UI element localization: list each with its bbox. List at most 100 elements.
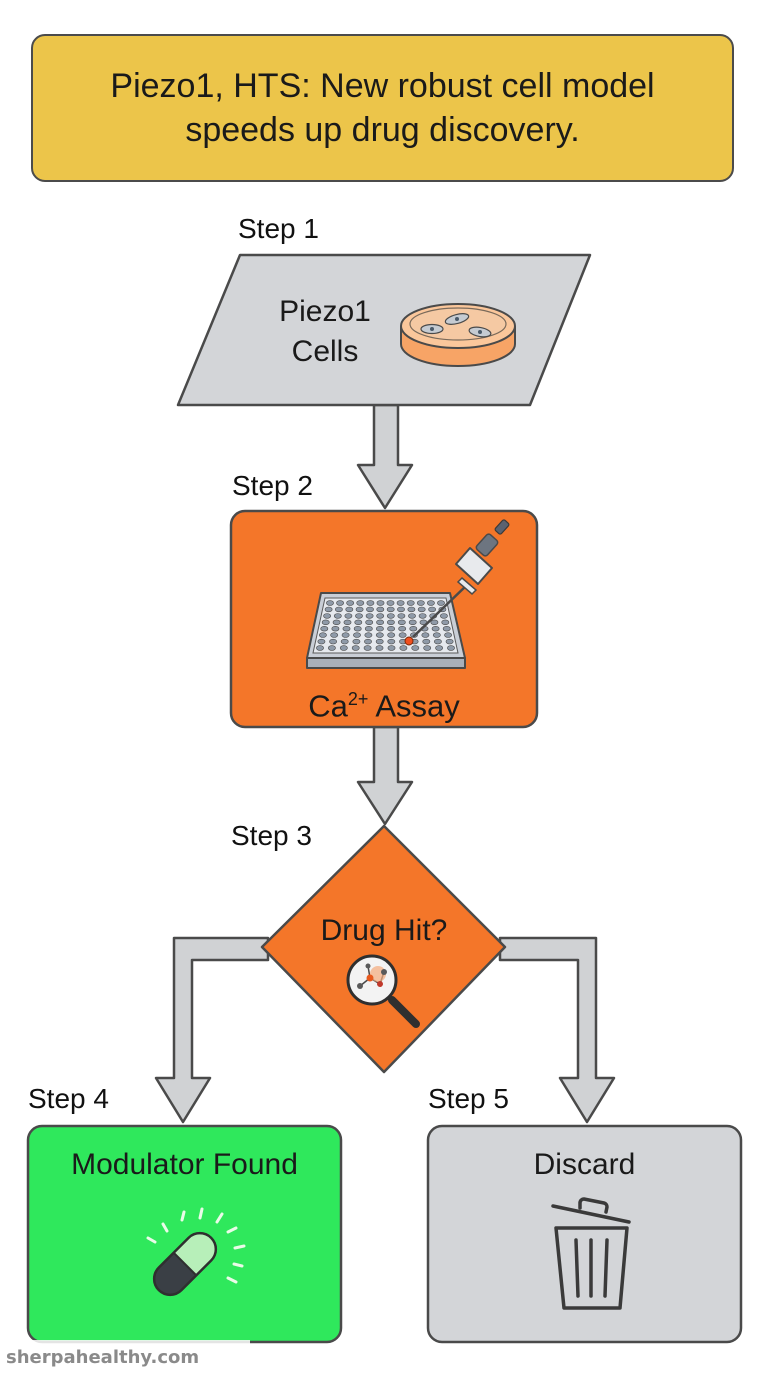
plate-well xyxy=(354,619,363,625)
node-step5-discard xyxy=(426,1124,743,1344)
plate-well xyxy=(406,600,415,606)
plate-well xyxy=(324,606,333,613)
step-4-node-text: Modulator Found xyxy=(71,1148,298,1181)
plate-well xyxy=(409,625,418,632)
magnifier-molecule-icon xyxy=(346,954,420,1028)
arrow-step1-to-step2 xyxy=(356,403,414,510)
plate-well xyxy=(346,600,355,606)
plate-well xyxy=(386,613,395,619)
plate-well xyxy=(444,632,452,638)
plate-well xyxy=(399,645,408,651)
plate-well xyxy=(363,645,372,651)
well-plate-icon xyxy=(306,592,466,669)
plate-well xyxy=(437,600,445,606)
plate-well xyxy=(396,600,405,606)
plate-well xyxy=(327,645,336,651)
step-2-label: Step 2 xyxy=(232,470,313,501)
plate-well xyxy=(323,613,331,619)
watermark: sherpahealthy.com xyxy=(0,1340,250,1376)
plate-well xyxy=(398,625,407,632)
plate-well xyxy=(332,619,341,625)
plate-well xyxy=(397,613,406,619)
plate-well xyxy=(365,619,374,625)
pill-icon xyxy=(146,1207,246,1297)
plate-well xyxy=(331,625,340,632)
plate-well xyxy=(418,613,427,619)
plate-well xyxy=(353,632,361,638)
plate-well xyxy=(442,625,451,632)
plate-well xyxy=(386,619,395,625)
plate-well xyxy=(376,606,385,613)
plate-well xyxy=(330,632,339,638)
plate-well xyxy=(355,606,364,613)
plate-well xyxy=(447,645,455,651)
page-title: Piezo1, HTS: New robust cell model speed… xyxy=(110,67,655,149)
step-3-node-text: Drug Hit? xyxy=(320,914,448,947)
plate-well xyxy=(386,606,395,613)
arrow-step2-to-step3 xyxy=(356,725,414,826)
plate-well xyxy=(351,645,360,651)
plate-well xyxy=(334,606,343,613)
step-2-text-prefix: Ca xyxy=(308,688,348,724)
plate-well xyxy=(441,619,450,625)
plate-well xyxy=(336,600,344,606)
plate-well xyxy=(375,645,384,651)
plate-well xyxy=(318,632,327,638)
plate-well xyxy=(397,606,405,613)
step-3-label: Step 3 xyxy=(231,820,312,851)
plate-well xyxy=(344,613,353,619)
plate-well xyxy=(430,619,439,625)
pipette-icon xyxy=(404,519,510,646)
plate-well xyxy=(342,625,351,632)
plate-well xyxy=(428,606,436,613)
plate-well xyxy=(345,606,354,613)
plate-well xyxy=(376,619,384,625)
plate-well xyxy=(431,625,440,632)
plate-well xyxy=(353,625,362,632)
arrow-step3-to-step5 xyxy=(498,936,616,1124)
plate-well xyxy=(422,638,431,645)
plate-well xyxy=(432,632,441,638)
plate-well xyxy=(408,619,417,625)
plate-well xyxy=(366,606,374,613)
step-5-node-text: Discard xyxy=(533,1148,636,1181)
plate-well xyxy=(341,632,350,638)
plate-well xyxy=(343,619,352,625)
plate-well xyxy=(321,619,330,625)
step-5-label: Step 5 xyxy=(428,1083,509,1114)
plate-well xyxy=(317,638,326,645)
plate-well xyxy=(416,600,425,606)
plate-well xyxy=(407,606,416,613)
step-2-text-superscript: 2+ xyxy=(347,689,369,709)
plate-well xyxy=(333,613,342,619)
plate-well xyxy=(366,600,375,606)
node-step3-decision xyxy=(260,824,507,1074)
trash-icon xyxy=(551,1197,631,1310)
plate-well xyxy=(417,606,426,613)
plate-well xyxy=(387,625,395,632)
plate-well xyxy=(423,645,432,651)
step-4-label: Step 4 xyxy=(28,1083,109,1114)
plate-well xyxy=(375,632,384,638)
plate-well xyxy=(340,638,349,645)
plate-well xyxy=(355,613,363,619)
plate-well xyxy=(398,632,407,638)
plate-well xyxy=(352,638,361,645)
plate-well xyxy=(326,600,334,606)
plate-well xyxy=(445,638,454,645)
plate-well xyxy=(316,645,324,651)
plate-well xyxy=(329,638,337,645)
plate-well xyxy=(426,600,435,606)
plate-well xyxy=(376,600,385,606)
plate-well xyxy=(375,638,384,645)
plate-well xyxy=(433,638,442,645)
plate-well xyxy=(439,613,448,619)
plate-well xyxy=(364,632,373,638)
plate-well xyxy=(365,613,374,619)
step-2-node-text: Ca2+ Assay xyxy=(231,680,537,725)
plate-well xyxy=(387,632,396,638)
plate-well xyxy=(408,613,416,619)
plate-well xyxy=(411,645,420,651)
